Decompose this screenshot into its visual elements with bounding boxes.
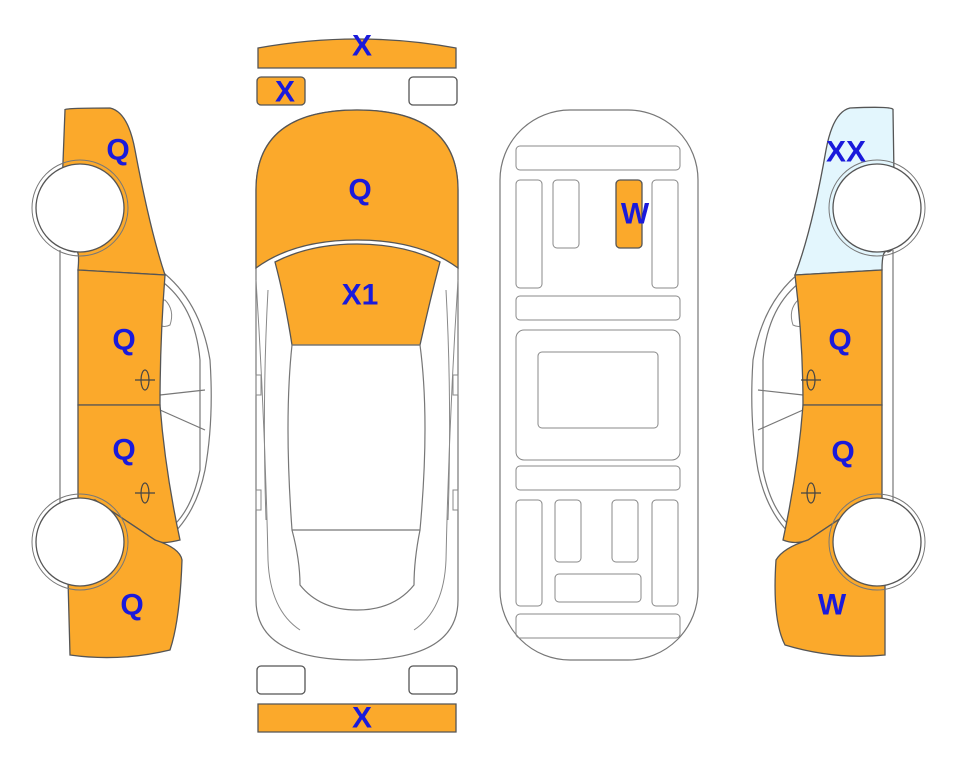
front-left-lamp-label: X <box>275 76 295 109</box>
left-front-door-label: Q <box>112 324 135 357</box>
right-rear-wheel <box>832 497 922 587</box>
front-bumper[interactable] <box>257 38 457 69</box>
roof-panel[interactable] <box>615 179 643 249</box>
right-front-door-label: Q <box>828 324 851 357</box>
front-bumper-label: X <box>352 30 372 63</box>
roof-panel-label: W <box>621 198 650 231</box>
windshield-label: X1 <box>342 279 379 312</box>
front-right-lamp[interactable] <box>408 76 458 106</box>
left-side-view: Q Q Q Q <box>31 107 212 659</box>
underbody-view: W <box>499 109 699 661</box>
left-front-wheel <box>35 163 125 253</box>
rear-bumper[interactable] <box>257 703 457 733</box>
left-rear-quarter-label: Q <box>120 589 143 622</box>
right-front-wheel <box>832 163 922 253</box>
right-front-fender-label: XX <box>826 136 866 169</box>
left-rear-door-label: Q <box>112 434 135 467</box>
rear-right-lamp[interactable] <box>408 665 458 695</box>
rear-left-lamp[interactable] <box>256 665 306 695</box>
windshield[interactable] <box>274 243 441 346</box>
right-rear-door-label: Q <box>831 436 854 469</box>
front-left-lamp[interactable] <box>256 76 306 106</box>
left-rear-wheel <box>35 497 125 587</box>
hood-label: Q <box>348 174 371 207</box>
hood[interactable] <box>255 109 459 270</box>
right-door-handle-icon <box>801 369 821 504</box>
top-view: X X Q X1 X <box>255 30 459 735</box>
right-side-view: XX Q Q W <box>751 106 926 657</box>
right-rear-quarter-label: W <box>818 589 847 622</box>
left-front-fender-label: Q <box>106 134 129 167</box>
rear-bumper-label: X <box>352 702 372 735</box>
left-door-handle-icon <box>135 369 155 504</box>
